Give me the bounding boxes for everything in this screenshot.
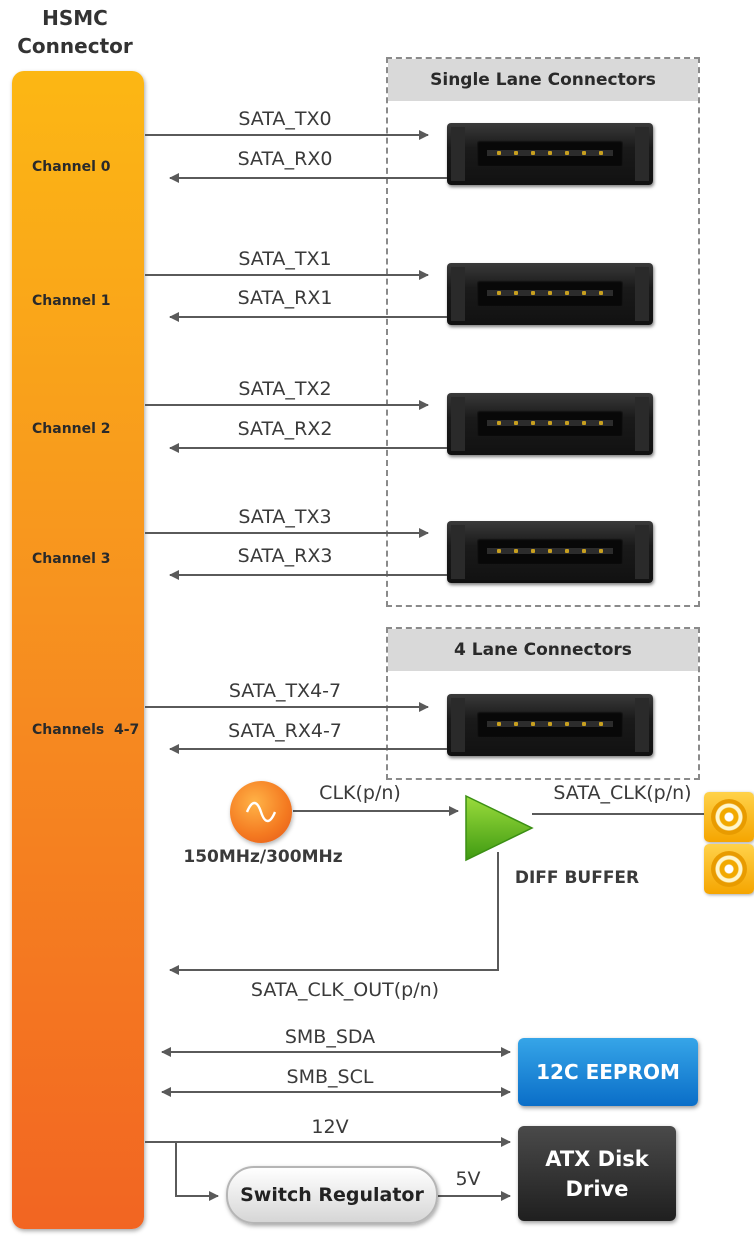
atx-disk-drive-block: ATX Disk Drive [518, 1126, 676, 1221]
channel-4-7-label: Channels 4-7 [32, 722, 140, 738]
sata-connector-1 [447, 263, 653, 325]
hsmc-connector-bar [12, 71, 144, 1229]
oscillator-wave-overlay [245, 801, 277, 823]
atx-label-line1: ATX Disk [545, 1146, 649, 1171]
sata-connector-2 [447, 393, 653, 455]
channel-2-label: Channel 2 [32, 421, 111, 437]
rx0-label: SATA_RX0 [237, 148, 333, 170]
channel-0-label: Channel 0 [32, 159, 111, 175]
smb-sda-label: SMB_SDA [284, 1026, 376, 1048]
channel-1-label: Channel 1 [32, 293, 111, 309]
hsmc-title: HSMC Connector [0, 4, 150, 60]
rx2-label: SATA_RX2 [237, 418, 333, 440]
v12-label: 12V [311, 1116, 349, 1138]
eeprom-block: 12C EEPROM [518, 1038, 698, 1106]
switch-regulator-block: Switch Regulator [226, 1166, 438, 1224]
sata-connector-4-7 [447, 694, 653, 756]
sata-clk-label: SATA_CLK(p/n) [553, 782, 692, 804]
v5-label: 5V [455, 1168, 481, 1190]
tx2-label: SATA_TX2 [238, 378, 332, 400]
channel-3-label: Channel 3 [32, 551, 111, 567]
atx-label-line2: Drive [565, 1176, 629, 1201]
tx1-label: SATA_TX1 [238, 248, 332, 270]
smb-scl-label: SMB_SCL [286, 1066, 374, 1088]
tx0-label: SATA_TX0 [238, 108, 332, 130]
sma-connector-p-icon [704, 792, 754, 842]
single-lane-box [386, 57, 700, 607]
hsmc-title-line1: HSMC [42, 6, 108, 30]
clk-out-arrow [169, 852, 499, 975]
sma-connector-n-icon [704, 844, 754, 894]
oscillator-frequency-label: 150MHz/300MHz [183, 847, 343, 867]
regulator-feed-arrow [175, 1142, 219, 1201]
rx1-label: SATA_RX1 [237, 287, 333, 309]
diff-buffer-label: DIFF BUFFER [514, 868, 640, 888]
hsmc-title-line2: Connector [17, 34, 133, 58]
rx3-label: SATA_RX3 [237, 545, 333, 567]
tx3-label: SATA_TX3 [238, 506, 332, 528]
clk-label: CLK(p/n) [319, 782, 401, 804]
tx4-7-label: SATA_TX4-7 [228, 680, 342, 702]
four-lane-title: 4 Lane Connectors [388, 629, 698, 671]
sata-connector-0 [447, 123, 653, 185]
four-lane-box [386, 627, 700, 780]
single-lane-title: Single Lane Connectors [388, 59, 698, 101]
diff-buffer-triangle [465, 794, 534, 862]
sata-clk-out-label: SATA_CLK_OUT(p/n) [250, 979, 440, 1001]
sata-connector-3 [447, 521, 653, 583]
rx4-7-label: SATA_RX4-7 [228, 720, 342, 742]
